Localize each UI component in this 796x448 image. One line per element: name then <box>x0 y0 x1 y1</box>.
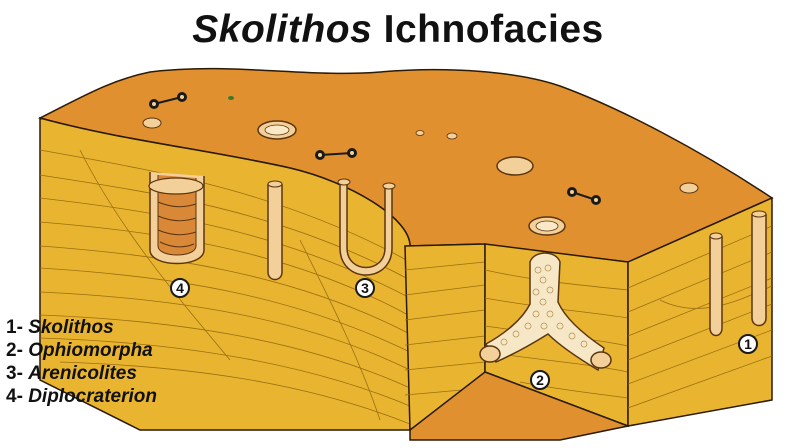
legend-number: 3- <box>6 363 23 384</box>
legend-item-diplocraterion: 4- Diplocraterion <box>6 385 157 408</box>
legend-number: 1- <box>6 317 23 338</box>
legend: 1- Skolithos 2- Ophiomorpha 3- Arenicoli… <box>6 316 157 408</box>
legend-item-skolithos: 1- Skolithos <box>6 316 157 339</box>
legend-name: Ophiomorpha <box>28 340 153 361</box>
skolithos-tube-2 <box>752 214 766 326</box>
marker-1: 1 <box>738 334 758 354</box>
skolithos-tube-1 <box>710 236 722 336</box>
legend-name: Skolithos <box>28 317 114 338</box>
legend-item-ophiomorpha: 2- Ophiomorpha <box>6 339 157 362</box>
legend-number: 4- <box>6 386 23 407</box>
marker-3: 3 <box>355 278 375 298</box>
vertical-shaft-front <box>268 184 282 280</box>
legend-name: Arenicolites <box>28 363 137 384</box>
legend-item-arenicolites: 3- Arenicolites <box>6 362 157 385</box>
legend-name: Diplocraterion <box>28 386 157 407</box>
legend-number: 2- <box>6 340 23 361</box>
marker-4: 4 <box>170 278 190 298</box>
marker-2: 2 <box>530 370 550 390</box>
